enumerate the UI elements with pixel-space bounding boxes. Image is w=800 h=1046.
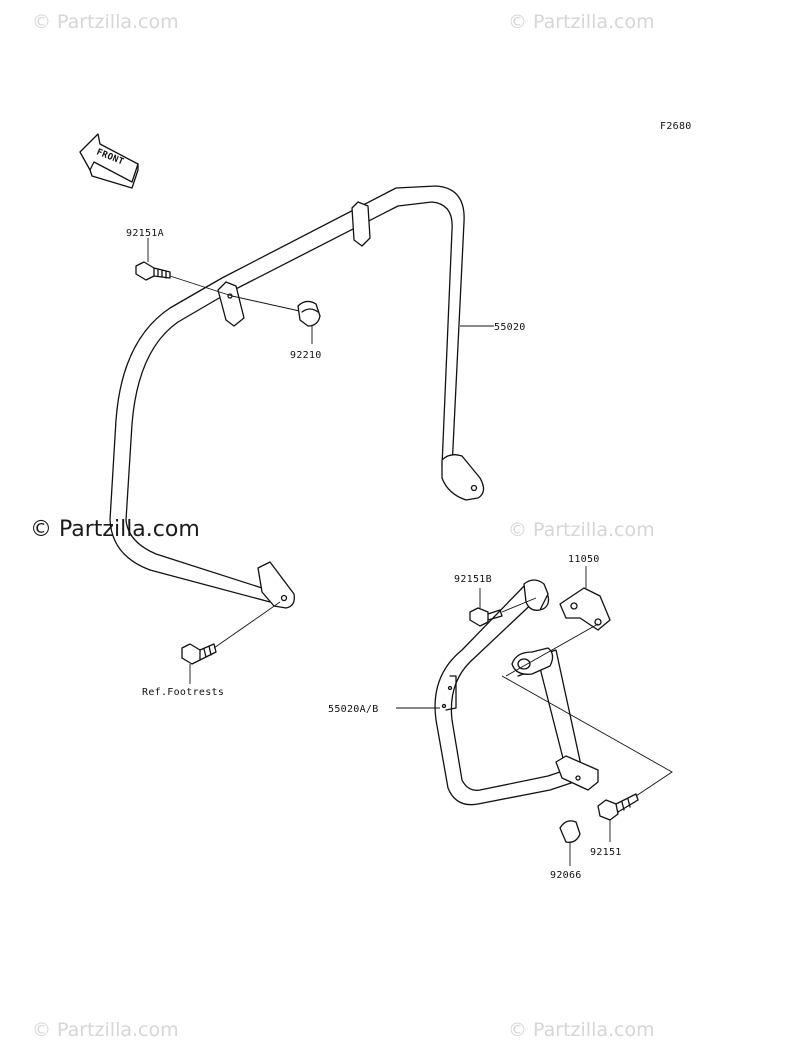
guard-55020AB — [434, 579, 599, 806]
label-92151B: 92151B — [454, 574, 492, 585]
guard-55020 — [109, 185, 485, 609]
label-55020: 55020 — [494, 322, 526, 333]
front-arrow-icon: FRONT — [79, 133, 139, 189]
cap-92066 — [559, 820, 581, 843]
label-ref-footrests: Ref.Footrests — [142, 687, 224, 698]
label-55020AB: 55020A/B — [328, 704, 379, 715]
diagram-code: F2680 — [660, 121, 692, 132]
bolt-92151B — [469, 607, 503, 627]
watermark-mid-left: © Partzilla.com — [30, 517, 200, 542]
bolt-footrest-ref — [181, 643, 217, 665]
watermark-top-right: © Partzilla.com — [508, 11, 655, 33]
label-92151A: 92151A — [126, 228, 164, 239]
bolt-92151A — [135, 261, 171, 281]
bolt-92151 — [597, 793, 639, 821]
watermark-top-left: © Partzilla.com — [32, 11, 179, 33]
label-11050: 11050 — [568, 554, 600, 565]
watermark-bottom-left: © Partzilla.com — [32, 1019, 179, 1041]
bracket-11050 — [559, 587, 611, 631]
label-92151: 92151 — [590, 847, 622, 858]
watermark-bottom-right: © Partzilla.com — [508, 1019, 655, 1041]
label-92066: 92066 — [550, 870, 582, 881]
label-92210: 92210 — [290, 350, 322, 361]
cap-nut-92210 — [297, 300, 321, 327]
watermark-mid-right: © Partzilla.com — [508, 519, 655, 541]
